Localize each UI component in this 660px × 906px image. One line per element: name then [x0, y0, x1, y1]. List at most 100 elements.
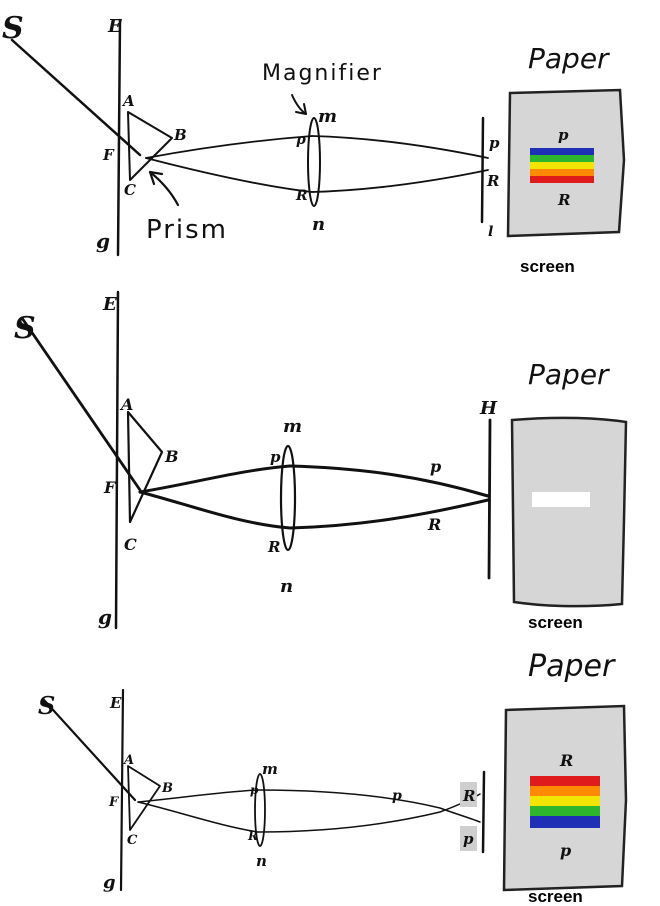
panel-middle: S E g A B C F m n p R p R H Paper screen — [14, 290, 628, 632]
label-prism-c: C — [124, 181, 136, 199]
magnifier-caption: Magnifier — [262, 61, 383, 86]
screen-caption: screen — [528, 613, 583, 632]
magnifier-lens — [307, 117, 321, 207]
label-screen-top: p — [489, 134, 500, 152]
label-prism-b: B — [161, 781, 173, 796]
spectrum-band-yellow — [530, 796, 600, 806]
beam-lower — [137, 801, 259, 833]
beam-lower-out — [257, 793, 481, 833]
prism — [126, 410, 164, 524]
paper-caption: Paper — [528, 42, 610, 75]
label-prism-c: C — [127, 833, 138, 848]
screen-caption: screen — [520, 257, 575, 276]
label-lens-bottom: n — [256, 852, 267, 870]
label-wall-top: E — [102, 294, 117, 315]
magnifier-pointer-arrowhead — [295, 103, 307, 115]
prism-pointer-arrow — [148, 170, 180, 207]
label-wall-bottom: g — [98, 605, 112, 629]
label-screen: H — [479, 398, 498, 419]
beam-upper-out — [257, 789, 481, 823]
label-lens-top: m — [283, 416, 302, 437]
label-lens-ray-bottom: R — [247, 829, 258, 843]
paper-screen — [510, 416, 628, 608]
label-prism-a: A — [119, 395, 133, 414]
screen-line — [481, 770, 486, 854]
paper-label-bottom: R — [557, 191, 570, 209]
beam-lower — [145, 157, 313, 193]
beam-lower-out — [288, 498, 490, 530]
label-prism-b: B — [164, 447, 179, 466]
paper-caption: Paper — [528, 358, 610, 391]
magnifier-lens — [279, 444, 297, 552]
label-screen-mid: R — [486, 172, 499, 190]
label-lens-ray-top: p — [296, 132, 306, 148]
label-lens-ray-bottom: R — [267, 538, 280, 556]
label-prism-a: A — [122, 753, 134, 768]
label-lens-top: m — [318, 106, 337, 127]
wall-line — [114, 290, 120, 630]
spectrum-band-orange — [530, 169, 594, 176]
spectrum-band-red — [530, 776, 600, 786]
beam-upper — [137, 789, 259, 803]
label-lens-bottom: n — [312, 214, 325, 235]
label-lens-top: m — [262, 760, 278, 778]
label-prism-a: A — [121, 92, 135, 110]
label-beam: p — [392, 788, 402, 804]
beam-upper — [145, 135, 313, 159]
paper-label-top: R — [559, 751, 573, 770]
spectrum-band-yellow — [530, 162, 594, 169]
white-band — [532, 492, 590, 507]
inverted-spectrum-image — [530, 776, 600, 828]
incident-ray — [42, 698, 137, 802]
label-lens-ray-bottom: R — [295, 188, 308, 204]
panel-bottom: S E g A B C F m n p R p R p Paper R p sc… — [38, 649, 628, 906]
spectrum-band-orange — [530, 786, 600, 796]
screen-line — [487, 418, 492, 580]
label-source: S — [14, 311, 36, 346]
label-lens-ray-top: p — [250, 783, 259, 797]
label-entry: F — [102, 146, 115, 164]
prism-pointer-arrowhead — [148, 170, 164, 186]
screen-line — [480, 116, 485, 224]
label-source: S — [38, 691, 55, 720]
beam-upper — [138, 464, 292, 494]
wall-line — [119, 688, 125, 892]
prism — [127, 765, 161, 831]
screen-patch-top — [460, 782, 477, 807]
paper-caption: Paper — [528, 649, 616, 684]
incident-ray — [20, 316, 142, 492]
label-beam-bottom: R — [427, 515, 441, 534]
label-entry: F — [103, 478, 117, 497]
screen-caption: screen — [528, 887, 583, 906]
spectrum-image — [530, 148, 594, 183]
beam-upper-out — [288, 464, 490, 498]
label-screen-bottom: p — [463, 830, 474, 848]
panel-top: S E g A B C F m n p R p R l Prism Magnif… — [2, 11, 626, 276]
spectrum-band-green — [530, 806, 600, 816]
beam-lower-out — [311, 169, 489, 193]
label-screen-bottom: l — [488, 224, 493, 240]
spectrum-band-blue — [530, 148, 594, 155]
beam-upper-out — [311, 135, 489, 159]
prism-caption: Prism — [146, 215, 228, 245]
spectrum-band-red — [530, 176, 594, 183]
label-prism-c: C — [124, 535, 137, 554]
label-lens-ray-top: p — [270, 448, 281, 466]
magnifier-lens — [254, 773, 266, 847]
paper-label-bottom: p — [560, 841, 571, 860]
label-entry: F — [108, 795, 119, 810]
label-wall-bottom: g — [96, 229, 110, 253]
label-beam-top: p — [430, 457, 441, 476]
paper-label-top: p — [558, 126, 569, 144]
label-lens-bottom: n — [280, 576, 293, 597]
spectrum-band-blue — [530, 816, 600, 828]
beam-lower — [138, 490, 292, 530]
label-screen-top: R — [462, 787, 475, 805]
spectrum-band-green — [530, 155, 594, 162]
label-wall-top: E — [107, 16, 122, 37]
label-wall-top: E — [109, 694, 122, 712]
prism — [127, 111, 173, 181]
label-source: S — [2, 11, 24, 46]
label-prism-b: B — [173, 126, 187, 144]
